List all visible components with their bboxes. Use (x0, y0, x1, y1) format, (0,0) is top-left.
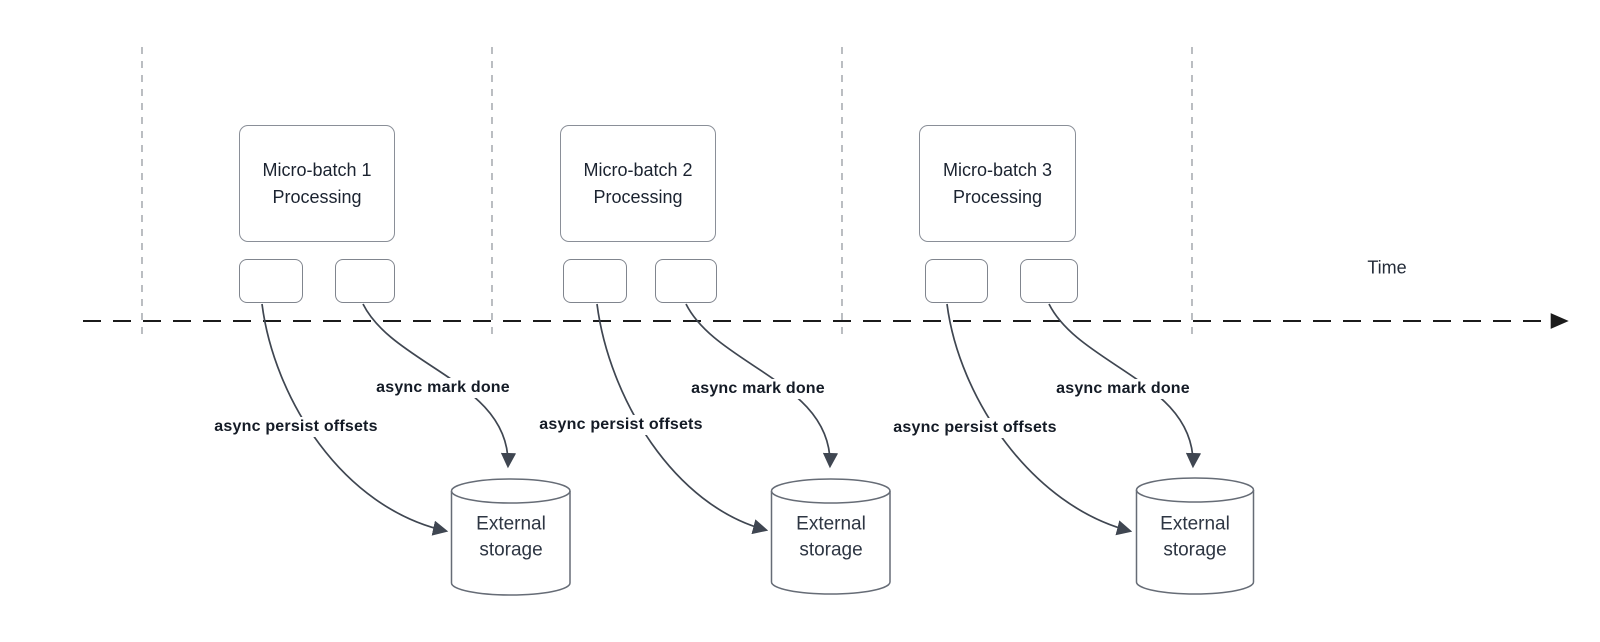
mark-done-label-3: async mark done (1053, 379, 1193, 399)
persist-offsets-label-3: async persist offsets (890, 418, 1060, 438)
storage-cylinder-3 (1135, 477, 1255, 595)
time-axis-label: Time (1367, 257, 1407, 278)
storage-label-1: External storage (476, 513, 546, 560)
persist-offsets-arrow-3 (946, 303, 1133, 536)
offset-task-box-1b (335, 259, 395, 303)
persist-offsets-arrow-2 (596, 303, 769, 535)
offset-task-box-3b (1020, 259, 1078, 303)
micro-batch-3-title: Micro-batch 3 (942, 160, 1053, 181)
persist-offsets-arrow-1 (261, 303, 449, 536)
mark-done-label-2: async mark done (688, 379, 828, 399)
micro-batch-1-title: Micro-batch 1 (262, 160, 372, 181)
micro-batch-1-subtitle: Processing (272, 186, 362, 207)
persist-offsets-label-2: async persist offsets (536, 415, 706, 435)
storage-cylinder-1 (450, 478, 571, 596)
mark-done-label-1: async mark done (373, 378, 513, 398)
storage-label-2: External storage (796, 513, 866, 560)
offset-task-box-2b (655, 259, 717, 303)
offset-task-box-1a (239, 259, 303, 303)
micro-batch-3-subtitle: Processing (952, 186, 1043, 207)
micro-batch-2-title: Micro-batch 2 (583, 160, 693, 181)
micro-batch-1-box: Micro-batch 1 Processing (239, 125, 395, 242)
storage-label-3: External storage (1160, 513, 1230, 560)
micro-batch-2-subtitle: Processing (593, 186, 683, 207)
offset-task-box-2a (563, 259, 627, 303)
offset-task-box-3a (925, 259, 988, 303)
mark-done-arrow-1 (362, 303, 517, 469)
mark-done-arrow-2 (685, 303, 839, 469)
micro-batch-2-box: Micro-batch 2 Processing (560, 125, 716, 242)
storage-cylinder-2 (770, 478, 891, 595)
mark-done-arrow-3 (1048, 303, 1202, 469)
micro-batch-3-box: Micro-batch 3 Processing (919, 125, 1076, 242)
persist-offsets-label-1: async persist offsets (211, 417, 381, 437)
